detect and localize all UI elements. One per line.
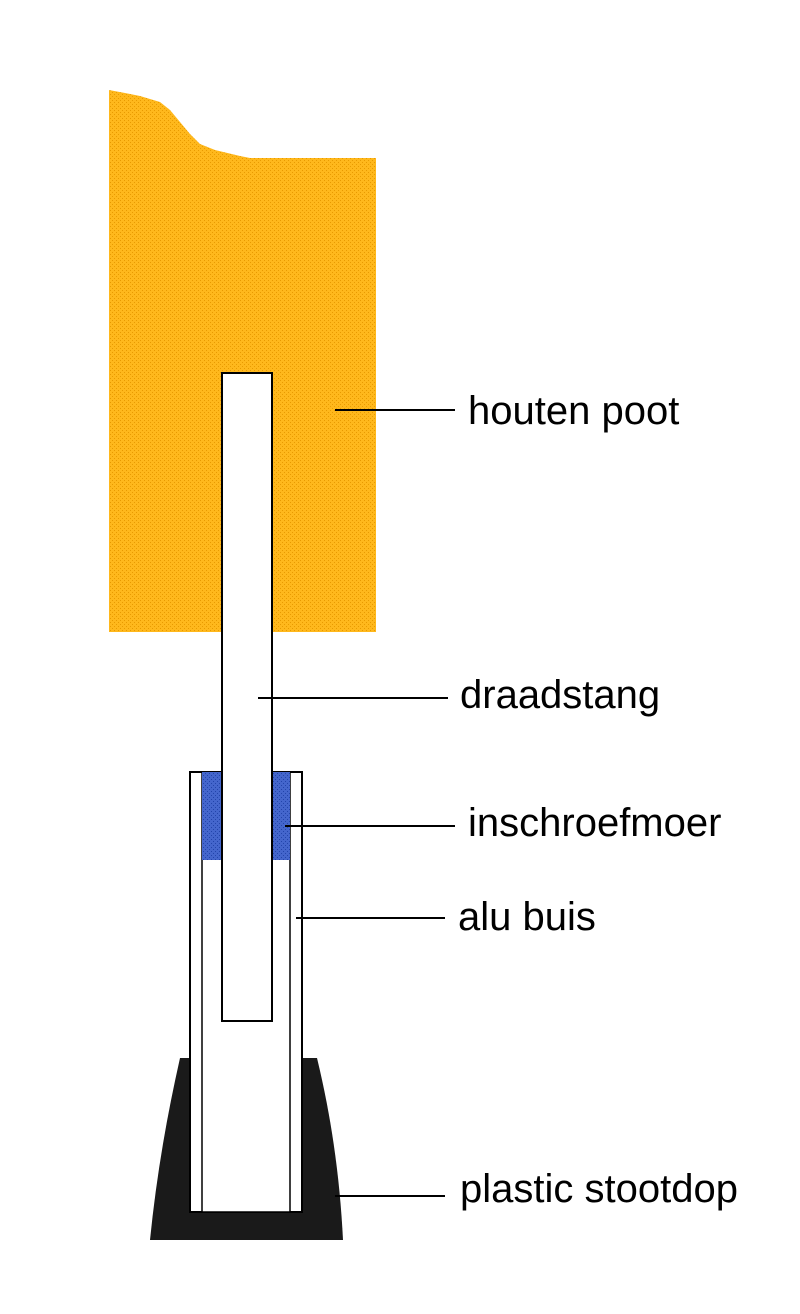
wooden-leg <box>109 90 376 632</box>
label-inschroefmoer: inschroefmoer <box>468 801 721 845</box>
label-alu-buis: alu buis <box>458 895 596 939</box>
label-draadstang: draadstang <box>460 673 660 717</box>
insert-nut-right <box>271 772 290 860</box>
insert-nut-left <box>202 772 224 860</box>
label-plastic-stootdop: plastic stootdop <box>460 1167 738 1211</box>
label-houten-poot: houten poot <box>468 389 679 433</box>
